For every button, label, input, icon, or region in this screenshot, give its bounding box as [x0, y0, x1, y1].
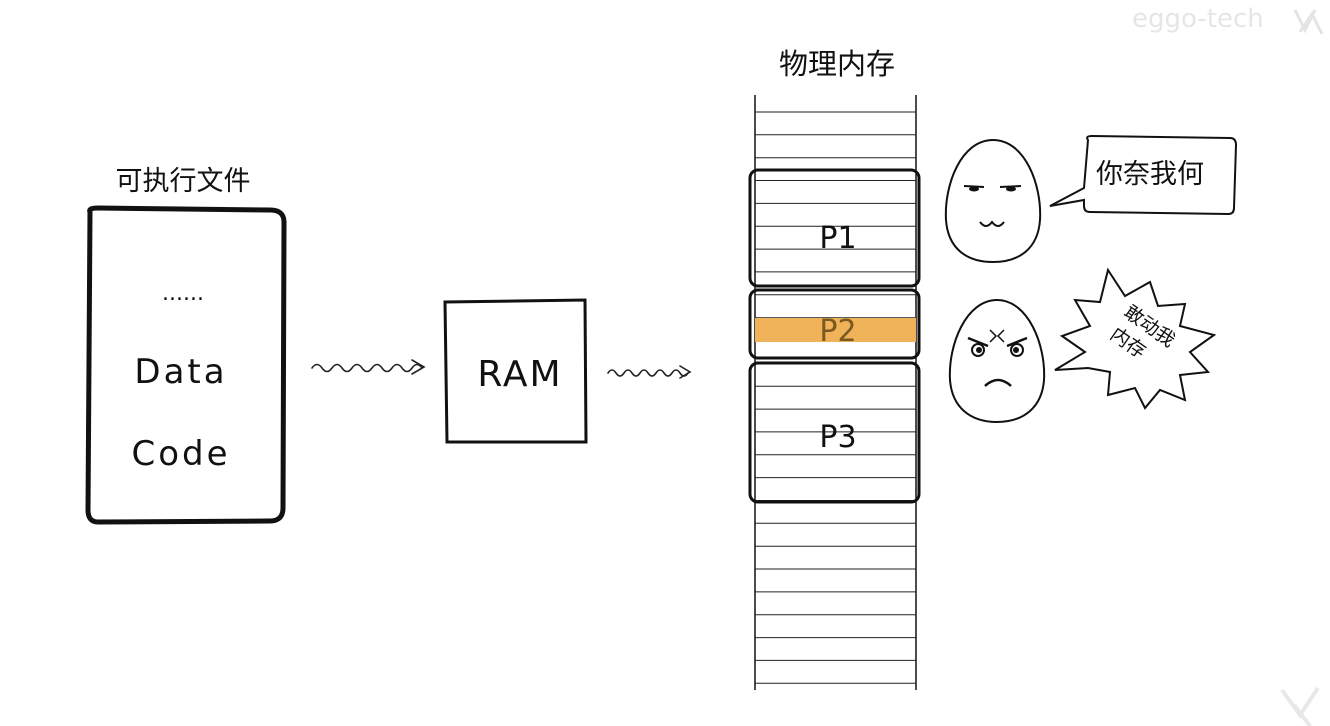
segment-p3-label: P3 [819, 420, 856, 455]
squiggle-arrow-to-ram [311, 359, 426, 375]
watermark: eggo-tech [1132, 4, 1264, 34]
segment-p3-box [748, 361, 921, 504]
executable-data-label: Data [134, 352, 227, 392]
segment-p2-label: P2 [819, 314, 856, 349]
executable-ellipsis: ...... [162, 281, 204, 306]
executable-code-label: Code [131, 434, 230, 474]
egg-smug-icon [944, 138, 1042, 264]
watermark-logo-icon [1293, 9, 1324, 35]
p2-highlight [755, 318, 916, 342]
memory-title: 物理内存 [779, 47, 895, 81]
segment-p1-box [748, 168, 921, 288]
egg-angry-icon [948, 298, 1046, 424]
segment-p2-box [748, 288, 921, 360]
speech-bubble-angry [1054, 267, 1217, 410]
squiggle-arrow-to-memory [607, 365, 692, 379]
memory-grid [754, 95, 917, 690]
ram-box [443, 298, 588, 444]
corner-logo-icon [1280, 686, 1320, 726]
executable-box [85, 205, 287, 525]
executable-title: 可执行文件 [116, 166, 251, 197]
ram-label: RAM [477, 354, 562, 395]
speech-bubble-top [1049, 134, 1238, 216]
speech-top-text: 你奈我何 [1096, 159, 1204, 190]
segment-p1-label: P1 [819, 221, 856, 256]
